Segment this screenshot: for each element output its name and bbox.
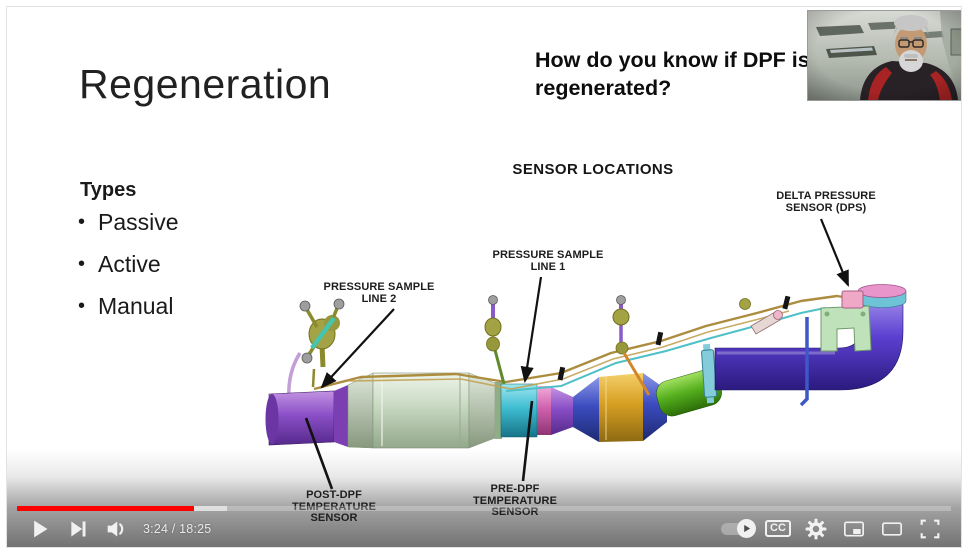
volume-icon [107,521,124,536]
types-list: • Passive • Active • Manual [78,209,179,335]
diagram-title: SENSOR LOCATIONS [512,161,674,178]
green-elbow-pipe [656,369,722,417]
theater-button[interactable] [873,513,911,545]
type-label: Manual [98,293,174,319]
pipe-clamp [701,343,718,404]
sample-tube-left [287,352,302,429]
inlet-pipe [265,385,348,447]
presenter-image [808,11,961,100]
nox-sensor [739,298,783,335]
pressure-line-tube-2 [348,310,790,390]
list-item: • Manual [78,293,179,320]
presenter-webcam [807,10,961,101]
bullet-icon: • [78,211,86,233]
hanger-rod [799,317,809,407]
types-heading: Types [80,179,137,201]
outlet-pipe [714,284,907,391]
captions-button[interactable]: CC [759,513,797,545]
next-button[interactable] [59,513,97,545]
miniplayer-button[interactable] [835,513,873,545]
question-text: How do you know if DPF is regenerated? [535,48,810,100]
bullet-icon: • [78,295,86,317]
autoplay-toggle[interactable] [713,513,759,545]
next-icon [71,521,86,536]
video-player[interactable]: Regeneration How do you know if DPF is r… [6,6,962,548]
bullet-icon: • [78,253,86,275]
label-pressure-sample-line-2: PRESSURE SAMPLE LINE 2 [323,281,435,305]
label-delta-pressure-sensor: DELTA PRESSURE SENSOR (DPS) [776,190,876,214]
list-item: • Active [78,251,179,278]
time-display: 3:24 / 18:25 [143,521,212,536]
dps-sensor [820,290,872,352]
type-label: Passive [98,209,179,235]
dpf-canister [347,372,496,449]
sample-valve-assembly-1 [299,298,345,388]
player-controls: 3:24 / 18:25 CC [7,512,961,547]
label-pressure-sample-line-1: PRESSURE SAMPLE LINE 1 [492,249,604,273]
gear-icon [805,518,827,539]
autoplay-pill [720,519,756,538]
sample-valve-assembly-2 [484,295,506,385]
autoplay-knob [736,519,756,538]
line-clamp [782,295,791,310]
line-clamp [557,366,566,381]
autoplay-play-icon [743,524,750,533]
outlet-flange [857,284,907,298]
doc-catalyst-section [495,373,667,442]
sample-valve-assembly-3 [612,295,651,396]
fullscreen-icon [920,519,940,538]
line-clamp [655,331,664,346]
coolant-line-tube [505,307,826,392]
settings-button[interactable] [797,513,835,545]
progress-played [17,506,195,511]
volume-button[interactable] [97,513,135,545]
list-item: • Passive [78,209,179,236]
miniplayer-icon [844,521,864,536]
play-icon [34,520,48,537]
pressure-line-tube-1 [313,294,850,391]
progress-bar[interactable] [17,506,951,511]
cc-icon: CC [765,520,791,537]
slide-title: Regeneration [79,61,332,107]
fullscreen-button[interactable] [911,513,949,545]
theater-icon [882,521,902,536]
type-label: Active [98,251,161,277]
play-button[interactable] [21,513,59,545]
